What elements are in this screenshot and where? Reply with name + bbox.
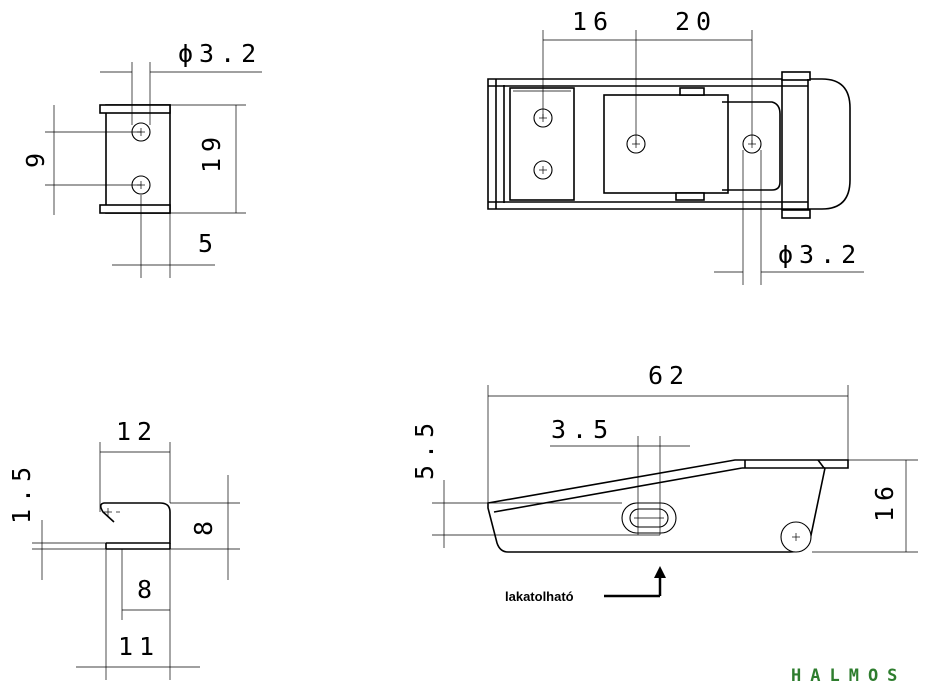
note-arrow: [604, 566, 666, 598]
dim-left-spacing: 16: [572, 7, 614, 36]
dim-profile-inner: 8: [137, 575, 158, 604]
dim-latch-hole-lines: [714, 150, 864, 285]
bracket-flange-bottom: [99, 204, 171, 214]
dim-spacing: 9: [21, 147, 50, 168]
dim-side-height: 16: [870, 480, 899, 522]
dim-slot-height: 5.5: [410, 417, 439, 480]
dim-profile-thickness: 1.5: [7, 461, 36, 524]
view-bottom-right: 62 3.5 5.5 16 lakatolható: [410, 361, 918, 604]
dim-slot: 3.5: [551, 415, 614, 444]
dim-hole-diameter-lines: [100, 62, 262, 125]
dim-profile-thickness-lines: [32, 520, 106, 580]
dim-offset: 5: [198, 229, 219, 258]
profile-centermark: [104, 508, 120, 516]
side-outline: [487, 459, 849, 553]
dim-profile-height: 8: [189, 515, 218, 536]
dim-latch-hole: ϕ3.2: [778, 240, 862, 269]
dim-height-lines: [170, 104, 246, 214]
dim-profile-height-lines: [170, 475, 240, 580]
dim-profile-base: 11: [118, 632, 160, 661]
dim-hole-diameter: ϕ3.2: [178, 39, 262, 68]
latch-outline: [487, 78, 851, 210]
dim-profile-width: 12: [116, 417, 158, 446]
view-top-right: 16 20 ϕ3.2: [487, 7, 864, 285]
latch-plate-left: [509, 87, 575, 201]
dim-length-lines: [487, 385, 849, 503]
dim-height: 19: [197, 131, 226, 173]
dim-slot-height-lines: [432, 480, 660, 548]
dim-profile-width-lines: [99, 442, 171, 512]
dim-side-height-lines: [812, 459, 918, 553]
side-centermarks: [634, 517, 800, 541]
view-top-left: ϕ3.2 19 9 5: [21, 39, 262, 278]
dim-spacing-lines: [45, 105, 141, 215]
dim-profile-base-lines: [76, 549, 200, 680]
bracket-body: [105, 104, 171, 214]
dim-profile-inner-lines: [121, 549, 171, 680]
latch-hook: [722, 101, 781, 191]
view-bottom-left: 12 1.5 8 8 11: [7, 417, 240, 680]
dim-top-lines: [542, 30, 753, 144]
dim-slot-lines: [550, 436, 690, 535]
brand-logo: HALMOS: [791, 666, 906, 686]
latch-plate-center: [603, 94, 729, 194]
latch-centermarks: [539, 114, 756, 174]
profile-outline: [99, 502, 171, 544]
dim-offset-lines: [112, 195, 215, 278]
padlock-note: lakatolható: [505, 589, 574, 604]
dim-right-spacing: 20: [675, 7, 717, 36]
dim-length: 62: [648, 361, 690, 390]
bracket-flange-top: [99, 104, 171, 114]
